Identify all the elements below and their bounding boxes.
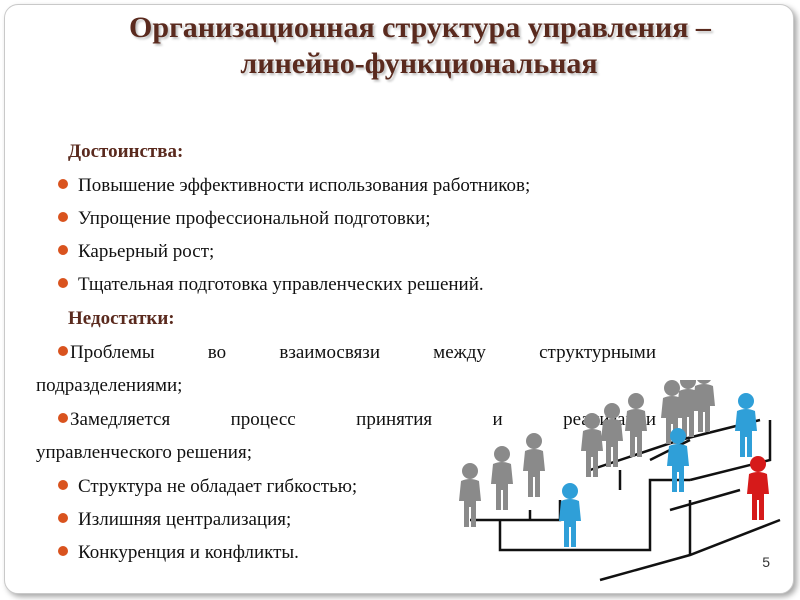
disadvantage-item-continuation: подразделениями; xyxy=(36,375,183,396)
title-line-2: линейно-функциональная xyxy=(240,47,598,80)
disadvantage-text: Излишняя централизация; xyxy=(78,509,292,530)
disadvantage-text: Замедляется процесс принятия и реализаци… xyxy=(70,409,656,430)
advantage-item: Тщательная подготовка управленческих реш… xyxy=(58,268,484,301)
disadvantage-item: Излишняя централизация; xyxy=(58,503,291,536)
org-lines xyxy=(470,418,781,582)
disadvantage-item-line: Проблемы во взаимосвязи между структурны… xyxy=(58,336,656,369)
disadvantage-item: Структура не обладает гибкостью; xyxy=(58,470,357,503)
disadvantage-item-line: Замедляется процесс принятия и реализаци… xyxy=(58,403,656,436)
advantage-text: Повышение эффективности использования ра… xyxy=(78,175,531,196)
bullet-icon xyxy=(58,346,68,356)
bullet-icon xyxy=(58,179,68,189)
disadvantage-text: Конкуренция и конфликты. xyxy=(78,542,299,563)
advantage-text: Тщательная подготовка управленческих реш… xyxy=(78,274,484,295)
disadvantage-text: Структура не обладает гибкостью; xyxy=(78,476,358,497)
disadvantages-heading: Недостатки: xyxy=(68,308,175,329)
slide-frame xyxy=(4,4,794,594)
disadvantage-text: Проблемы во взаимосвязи между структурны… xyxy=(70,342,656,363)
title-line-1: Организационная структура управления – xyxy=(129,11,711,44)
bullet-icon xyxy=(58,278,68,288)
advantage-item: Повышение эффективности использования ра… xyxy=(58,169,530,202)
advantage-item: Упрощение профессиональной подготовки; xyxy=(58,202,431,235)
org-structure-illustration xyxy=(459,380,781,582)
bullet-icon xyxy=(58,546,68,556)
page-number: 5 xyxy=(762,554,770,570)
bullet-icon xyxy=(58,212,68,222)
bullet-icon xyxy=(58,245,68,255)
disadvantage-item: Конкуренция и конфликты. xyxy=(58,536,299,569)
bullet-icon xyxy=(58,480,68,490)
advantage-text: Упрощение профессиональной подготовки; xyxy=(78,208,431,229)
advantages-heading: Достоинства: xyxy=(68,141,184,162)
advantage-text: Карьерный рост; xyxy=(78,241,215,262)
person-red-leader xyxy=(747,456,769,520)
advantage-item: Карьерный рост; xyxy=(58,235,214,268)
disadvantage-item-continuation: управленческого решения; xyxy=(36,442,252,463)
bullet-icon xyxy=(58,413,68,423)
bullet-icon xyxy=(58,513,68,523)
slide-title: Организационная структура управления – л… xyxy=(0,10,800,82)
